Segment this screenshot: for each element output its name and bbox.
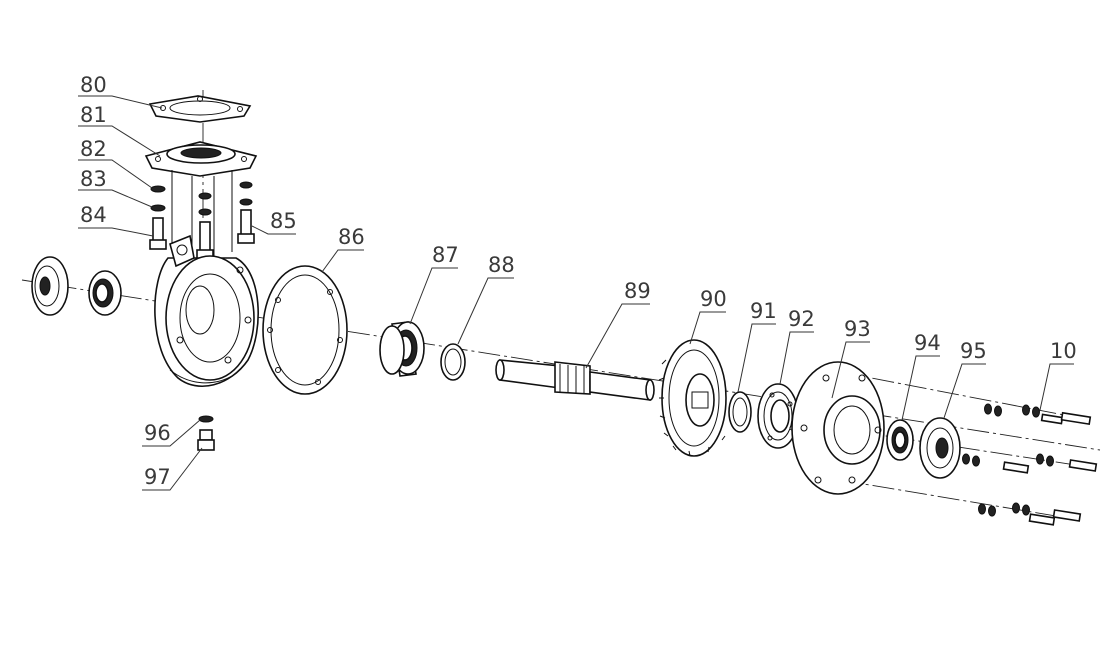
callout-88: 86	[321, 225, 365, 273]
callout-89-label: 87	[432, 243, 459, 267]
callout-95: 93	[831, 317, 871, 399]
callout-10: 10	[1039, 339, 1077, 411]
bolt-axis-upper	[839, 371, 1091, 421]
callout-82-label: 82	[80, 137, 107, 161]
part-88-gasket	[262, 265, 348, 395]
left-end-cap	[31, 256, 69, 316]
part-93-ring	[728, 391, 752, 433]
callout-80: 80	[78, 73, 163, 109]
callout-88-label: 86	[338, 225, 365, 249]
bolt-axis-lower	[839, 479, 1081, 521]
part-96-seal	[886, 419, 914, 461]
part-80-gasket	[148, 95, 252, 123]
callout-85-label: 85	[270, 209, 297, 233]
housing-tube	[171, 170, 233, 256]
gearbox-housing	[154, 234, 259, 387]
callout-87: 97	[142, 447, 203, 491]
callout-94-label: 92	[788, 307, 815, 331]
callout-84-label: 84	[80, 203, 107, 227]
callout-80-label: 80	[80, 73, 107, 97]
callout-94: 92	[779, 307, 815, 385]
callout-91: 89	[585, 279, 651, 369]
part-91-shaft	[495, 359, 655, 401]
callout-85: 85	[251, 209, 297, 235]
part-90-circlip	[440, 343, 466, 381]
part-97-end-cap	[919, 417, 961, 479]
callout-91-label: 89	[624, 279, 651, 303]
callout-81-label: 81	[80, 103, 107, 127]
callout-93: 91	[737, 299, 777, 393]
callout-86-label: 96	[144, 421, 171, 445]
part-83-washer	[150, 198, 253, 216]
part-10-fasteners	[962, 403, 1098, 526]
callout-81: 81	[78, 103, 161, 157]
callout-97-label: 95	[960, 339, 987, 363]
callout-89: 87	[409, 243, 459, 325]
left-seal	[88, 270, 122, 316]
callout-90-label: 88	[488, 253, 515, 277]
callout-96: 94	[901, 331, 941, 421]
part-85-bolt	[237, 209, 255, 244]
callout-93-label: 91	[750, 299, 777, 323]
callout-86: 96	[142, 419, 201, 447]
callout-83-label: 83	[80, 167, 107, 191]
callout-97: 95	[943, 339, 987, 419]
callout-84: 84	[78, 203, 154, 237]
part-87-drain-plug	[197, 429, 215, 451]
callout-95-label: 93	[844, 317, 871, 341]
part-89-bearing	[379, 321, 425, 377]
callout-90: 88	[457, 253, 515, 345]
part-95-bearing-housing	[791, 361, 885, 495]
callout-10-label: 10	[1050, 339, 1077, 363]
part-82-washer	[150, 181, 253, 200]
callout-92-label: 90	[700, 287, 727, 311]
callout-92: 90	[689, 287, 727, 345]
part-94-bearing	[757, 383, 799, 449]
callout-96-label: 94	[914, 331, 941, 355]
part-86-washer	[198, 415, 214, 423]
callout-87-label: 97	[144, 465, 171, 489]
part-81-flange-plate	[144, 141, 258, 177]
callout-82: 82	[78, 137, 153, 189]
callout-83: 83	[78, 167, 153, 208]
part-92-bevel-gear	[658, 339, 727, 457]
